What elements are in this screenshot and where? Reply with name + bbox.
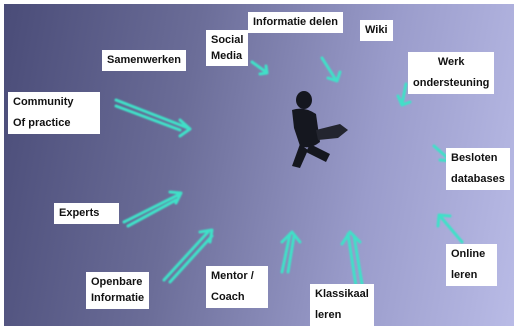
label-experts-text: Experts [59, 207, 100, 219]
arrow-social-media [250, 60, 269, 76]
label-social-media-line1: Social [211, 34, 244, 46]
label-openbare-line2: Informatie [91, 292, 145, 304]
diagram-canvas: Informatie delen Wiki Social Media Samen… [4, 4, 514, 326]
person-figure-icon [292, 91, 348, 168]
label-experts: Experts [54, 203, 120, 224]
label-klassikaal-line1: Klassikaal [315, 288, 369, 300]
arrow-community [114, 98, 192, 138]
label-klassikaal-leren: Klassikaal leren [310, 284, 374, 326]
label-besloten-databases: Besloten databases [446, 148, 510, 190]
label-mentor-line1: Mentor / [211, 270, 254, 282]
arrow-informatie-delen [320, 56, 342, 83]
arrow-experts [122, 190, 183, 228]
label-samenwerken: Samenwerken [102, 50, 186, 71]
label-informatie-delen: Informatie delen [248, 12, 343, 33]
label-openbare-line1: Openbare [91, 276, 143, 288]
label-klassikaal-line2: leren [315, 309, 342, 321]
label-wiki: Wiki [360, 20, 393, 41]
label-online-line2: leren [451, 269, 478, 281]
label-werk-line1: Werk [437, 56, 465, 68]
label-werk-line2: ondersteuning [413, 77, 490, 89]
label-social-media-line2: Media [211, 50, 243, 62]
label-social-media: Social Media [206, 30, 249, 66]
label-mentor-line2: Coach [211, 291, 245, 303]
label-online-line1: Online [451, 248, 486, 260]
arrow-werk-ondersteuning [396, 82, 412, 107]
label-mentor-coach: Mentor / Coach [206, 266, 268, 308]
label-wiki-text: Wiki [365, 24, 388, 36]
label-besloten-line2: databases [451, 173, 505, 185]
label-informatie-delen-text: Informatie delen [253, 16, 338, 28]
label-samenwerken-text: Samenwerken [107, 54, 181, 66]
label-community-of-practice: Community Of practice [8, 92, 100, 134]
label-community-line2: Of practice [13, 117, 71, 129]
label-openbare-informatie: Openbare Informatie [86, 272, 150, 309]
arrow-mentor-coach [280, 230, 302, 274]
label-werk-ondersteuning: Werk ondersteuning [408, 52, 495, 94]
label-besloten-line1: Besloten [451, 152, 498, 164]
label-online-leren: Online leren [446, 244, 498, 286]
arrow-klassikaal-leren [340, 230, 364, 288]
label-community-line1: Community [13, 96, 74, 108]
arrow-online-leren [436, 213, 464, 244]
diagram-scene [114, 56, 464, 288]
arrow-openbare-informatie [162, 228, 214, 284]
